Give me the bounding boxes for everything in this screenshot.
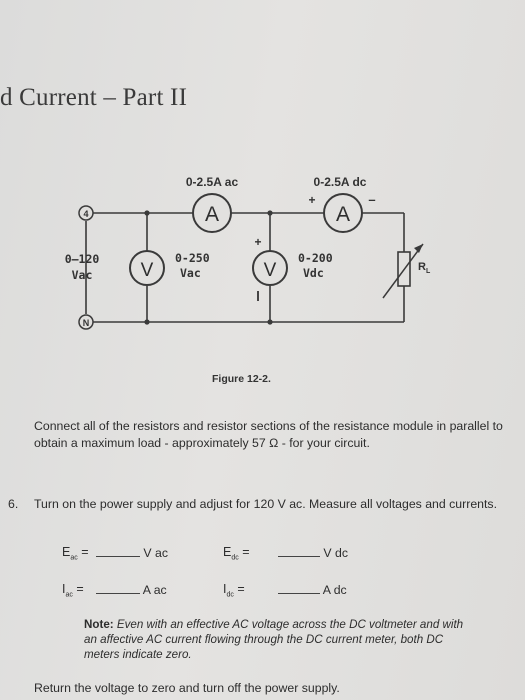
svg-text:A: A: [205, 203, 219, 226]
page-title: d Current – Part II: [0, 84, 188, 111]
ac-ammeter-range: 0-2.5A ac: [186, 175, 239, 189]
iac-unit: A ac: [142, 583, 167, 597]
svg-text:A: A: [336, 203, 350, 226]
terminal-bottom: N: [78, 314, 94, 330]
vac-meter-range-2: Vac: [180, 266, 201, 280]
idc-label: Idc =: [223, 582, 245, 599]
figure-caption: Figure 12-2.: [212, 373, 271, 385]
note-label: Note:: [84, 618, 114, 631]
vdc-meter-range-2: Vdc: [303, 266, 324, 280]
dc-ammeter-plus: +: [308, 193, 315, 207]
source-range-2: Vac: [72, 268, 93, 282]
edc-label: Edc =: [223, 545, 250, 562]
dc-ammeter-minus: –: [368, 192, 375, 207]
svg-text:4: 4: [83, 209, 88, 219]
dc-ammeter-range: 0-2.5A dc: [314, 175, 367, 189]
eac-unit: V ac: [143, 546, 169, 560]
dc-voltmeter: V: [252, 250, 288, 286]
load-resistor: [382, 243, 424, 299]
idc-unit: A dc: [322, 583, 347, 597]
dc-ammeter: A: [323, 193, 363, 233]
edc-unit: V dc: [323, 546, 349, 560]
vac-meter-range-1: 0-250: [175, 251, 210, 265]
note-block: Note: Even with an effective AC voltage …: [84, 617, 464, 662]
iac-field[interactable]: A ac: [96, 583, 167, 597]
eac-field[interactable]: V ac: [96, 546, 168, 560]
iac-label: Iac =: [62, 582, 84, 599]
eac-label: Eac =: [62, 545, 89, 562]
note-text: Even with an effective AC voltage across…: [84, 618, 464, 661]
source-range-1: 0–120: [65, 252, 100, 266]
idc-field[interactable]: A dc: [278, 583, 347, 597]
svg-text:V: V: [141, 260, 154, 281]
step-number: 6.: [8, 497, 19, 511]
final-instruction: Return the voltage to zero and turn off …: [34, 681, 340, 695]
svg-text:V: V: [264, 260, 277, 281]
terminal-top: 4: [78, 205, 94, 221]
dc-voltmeter-plus: +: [254, 235, 261, 249]
ac-ammeter: A: [192, 193, 232, 233]
vdc-meter-range-1: 0-200: [298, 251, 333, 265]
instruction-paragraph: Connect all of the resistors and resisto…: [34, 419, 503, 450]
load-label-sub: L: [426, 268, 431, 275]
svg-text:N: N: [83, 318, 90, 328]
load-label: R: [418, 261, 426, 273]
step-text: Turn on the power supply and adjust for …: [34, 497, 497, 511]
edc-field[interactable]: V dc: [278, 546, 348, 560]
ac-voltmeter: V: [129, 250, 165, 286]
